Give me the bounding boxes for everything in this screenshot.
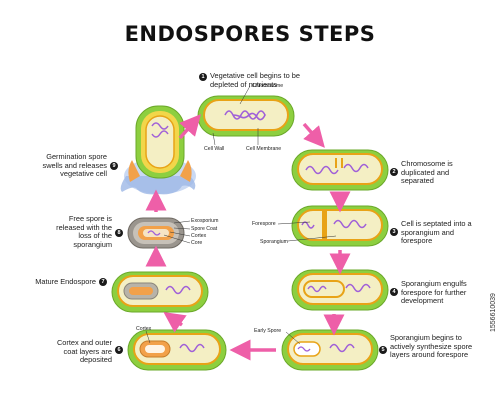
label-core: Core — [191, 240, 203, 246]
arrow-1-to-2 — [302, 122, 325, 148]
chromosome-step-1 — [224, 110, 266, 121]
label-exosporium: Exosporium — [191, 218, 219, 224]
cell-step-5 — [281, 329, 379, 371]
label-early-spore: Early Spore — [254, 328, 282, 334]
step-number-5: 5 — [379, 346, 387, 354]
step-text-8: Free spore is released with the loss of … — [56, 214, 112, 249]
pointer-core — [163, 234, 191, 244]
step-text-4: Sporangium engulfs forespore for further… — [401, 279, 467, 306]
step-number-4: 4 — [390, 288, 398, 296]
step-text-2: Chromosome is duplicated and separated — [401, 159, 453, 186]
step-number-9: 9 — [110, 162, 118, 170]
step-text-5: Sporangium begins to actively synthesize… — [390, 333, 473, 360]
cycle-arrows — [145, 114, 351, 361]
pointer-cell-wall — [212, 132, 216, 146]
cell-step-4 — [291, 269, 389, 311]
step-number-3: 3 — [390, 228, 398, 236]
cell-step-2 — [291, 149, 389, 191]
label-sporangium: Sporangium — [260, 239, 288, 245]
step-text-1: Vegetative cell begins to be depleted of… — [210, 71, 300, 89]
cell-step-3 — [291, 205, 389, 247]
step-number-1: 1 — [199, 73, 207, 81]
pointer-early-spore — [285, 331, 301, 345]
step-text-7: Mature Endospore — [35, 277, 96, 286]
arrow-6-to-7 — [163, 311, 187, 333]
step-text-9: Germination spore swells and releases ve… — [42, 152, 108, 179]
pointer-forespore — [277, 221, 311, 225]
step-text-6: Cortex and outer coat layers are deposit… — [56, 338, 112, 365]
step-number-2: 2 — [390, 168, 398, 176]
step-number-7: 7 — [99, 278, 107, 286]
diagram-title: ENDOSPORES STEPS — [124, 22, 376, 46]
cell-step-6 — [127, 329, 227, 371]
watermark-id: 1556610039 — [490, 293, 497, 332]
label-cell-membrane: Cell Membrane — [246, 146, 282, 152]
label-spore-coat: Spore Coat — [191, 226, 218, 232]
label-forespore: Forespore — [252, 221, 276, 227]
label-cortex: Cortex — [136, 326, 152, 332]
arrow-9-to-1 — [178, 114, 201, 140]
pointer-cortex — [145, 330, 151, 344]
step-number-8: 8 — [115, 229, 123, 237]
label-cell-wall: Cell Wall — [204, 146, 225, 152]
pointer-cortex-free — [169, 231, 191, 237]
step-text-3: Cell is septated into a sporangium and f… — [401, 219, 472, 246]
pointer-chromosome — [239, 85, 251, 105]
pointer-sporangium — [287, 235, 337, 242]
label-cortex-free: Cortex — [191, 233, 207, 239]
cell-step-1 — [197, 95, 295, 137]
pointer-exosporium — [173, 220, 191, 224]
germinating-spore-step-9 — [120, 105, 196, 195]
pointer-spore-coat — [173, 227, 191, 230]
step-number-6: 6 — [115, 346, 123, 354]
cell-step-7 — [111, 271, 209, 313]
label-chromosome: Chromosome — [252, 83, 284, 89]
free-spore-step-8 — [127, 217, 185, 249]
